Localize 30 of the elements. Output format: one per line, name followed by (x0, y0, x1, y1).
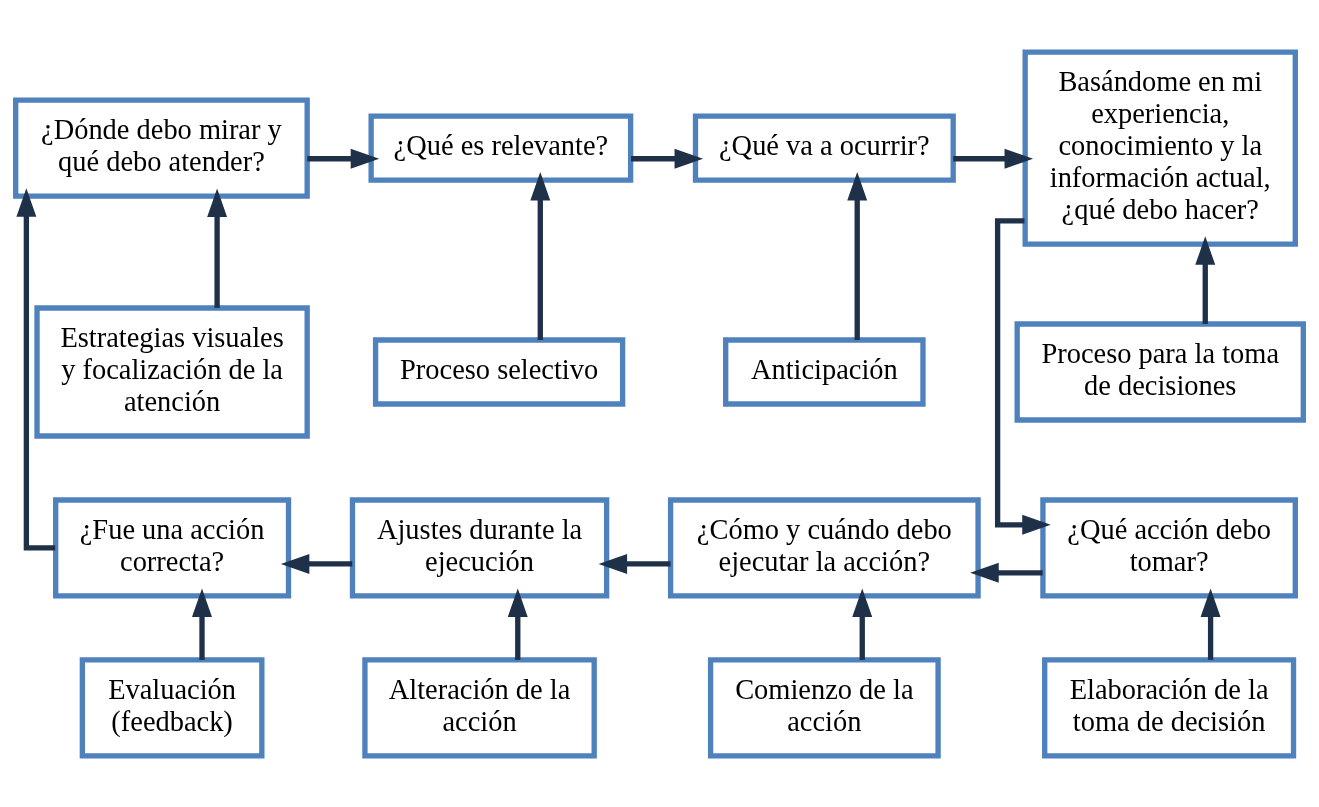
node-box: Proceso selectivo (372, 336, 626, 407)
node-box: Alteración de la acción (362, 656, 597, 759)
arrow (631, 148, 704, 169)
node-box: Estrategias visuales y focalización de la atención (34, 304, 310, 439)
arrow (1200, 587, 1221, 660)
arrow (530, 171, 551, 340)
node-box: ¿Qué es relevante? (368, 112, 634, 183)
node-box: ¿Qué va a ocurrir? (692, 112, 956, 183)
node-box: Comienzo de la acción (707, 656, 941, 759)
arrow (207, 188, 228, 308)
arrow (598, 553, 671, 574)
node-box: Proceso para la toma de decisiones (1014, 320, 1306, 423)
arrow (953, 148, 1034, 169)
arrow (852, 587, 873, 660)
node-box: ¿Qué acción debo tomar? (1040, 496, 1298, 599)
arrow (847, 171, 868, 340)
arrow (507, 587, 528, 660)
arrow (307, 148, 380, 169)
node-box: Basándome en mi experiencia, conocimiento y la información actual, ¿qué debo hacer? (1022, 48, 1298, 247)
arrow (280, 553, 353, 574)
node-box: ¿Cómo y cuándo debo ejecutar la acción? (667, 496, 981, 599)
node-box: ¿Fue una acción correcta? (53, 496, 292, 599)
arrow (1195, 235, 1216, 324)
node-box: Anticipación (723, 336, 926, 407)
node-box: Evaluación (feedback) (79, 656, 265, 759)
arrow (192, 587, 212, 660)
node-box: Elaboración de la toma de decisión (1042, 656, 1297, 759)
arrow (970, 562, 1043, 583)
node-box: Ajustes durante la ejecución (349, 496, 610, 599)
node-box: ¿Dónde debo mirar y qué debo atender? (13, 96, 310, 199)
